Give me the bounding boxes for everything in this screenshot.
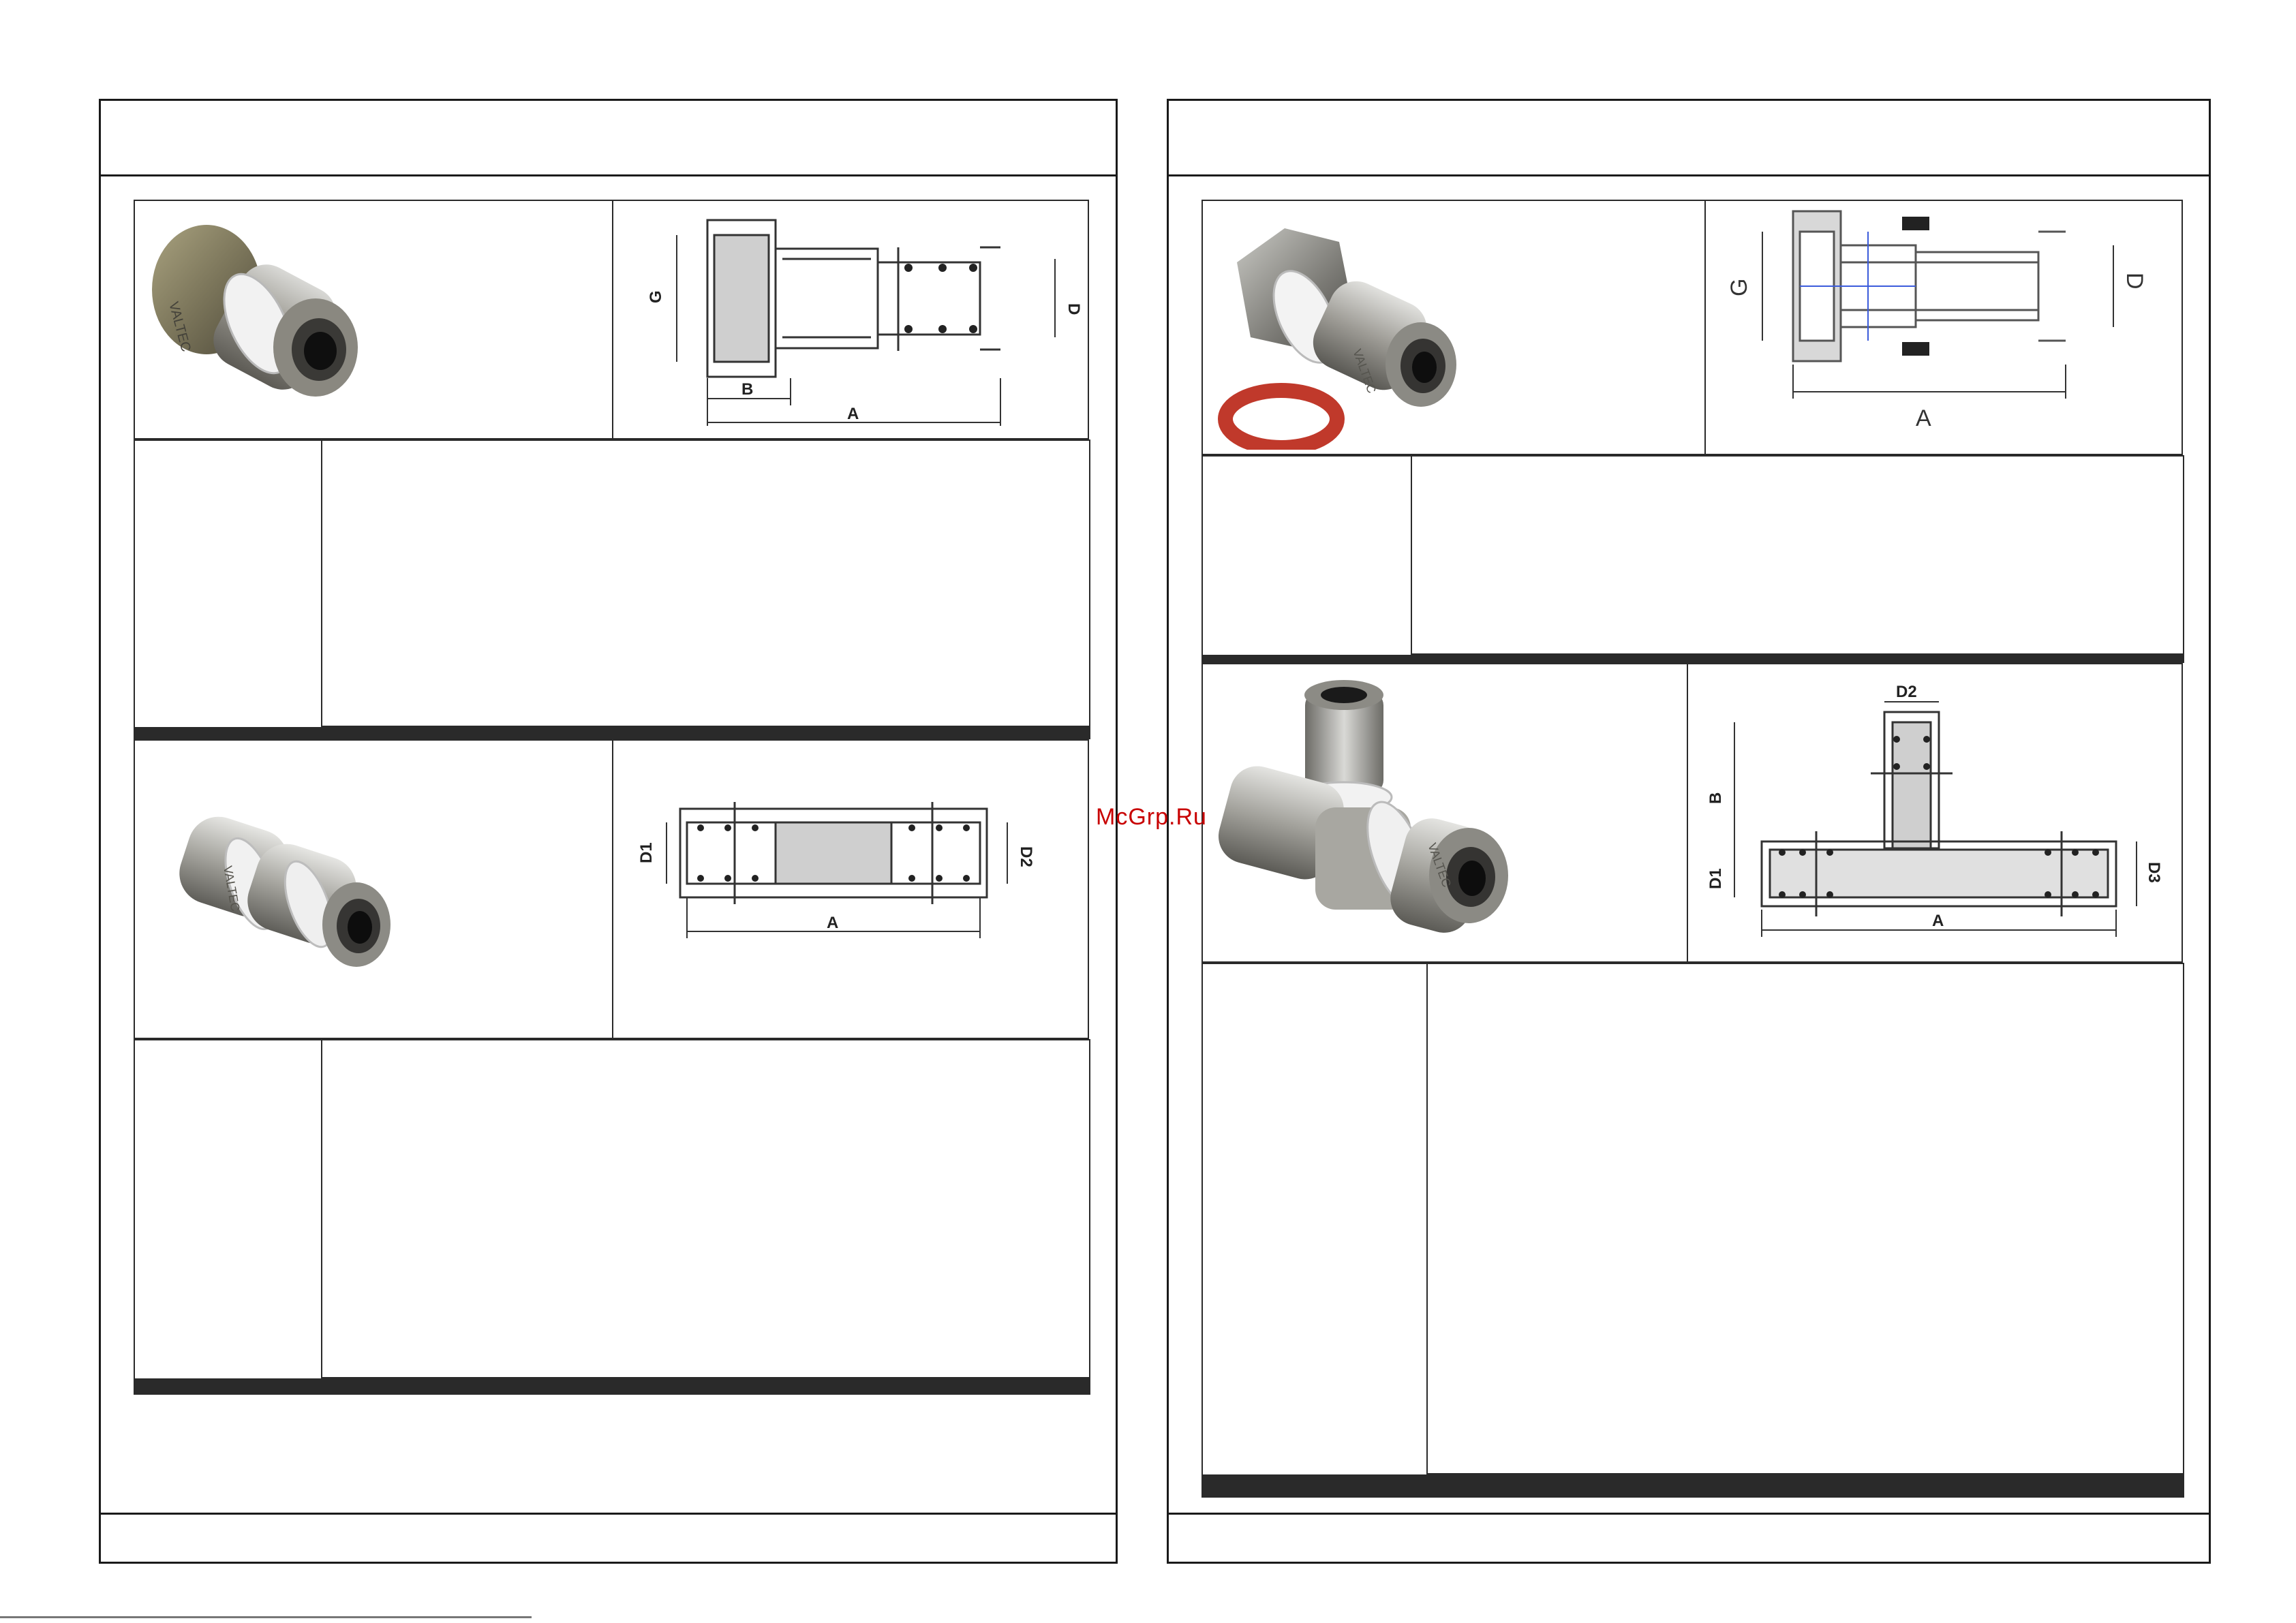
product3-spec-table bbox=[1201, 455, 2184, 663]
table-row bbox=[134, 728, 1091, 731]
table-row bbox=[134, 1377, 1090, 1380]
table-row bbox=[134, 1387, 1090, 1389]
product3-dim-g: G bbox=[1726, 279, 1752, 296]
product3-dim-d: D bbox=[2122, 273, 2147, 290]
table-row bbox=[1201, 1479, 2185, 1481]
table-row bbox=[1201, 963, 2185, 1476]
product1-frame: VALTEC G D bbox=[134, 200, 1089, 439]
product4-photo: VALTEC bbox=[1218, 680, 1508, 933]
product4-dim-a: A bbox=[1932, 912, 1944, 930]
left-page: VALTEC G D bbox=[99, 99, 1118, 1564]
product4-drawing: D2 B D1 D3 A bbox=[1706, 683, 2163, 937]
table-row bbox=[134, 731, 1091, 734]
product2-dim-d2: D2 bbox=[1017, 846, 1035, 867]
table-row bbox=[134, 737, 1091, 739]
product2-photo: VALTEC bbox=[179, 816, 391, 967]
product3-dim-a: A bbox=[1916, 405, 1931, 431]
table-row bbox=[1201, 658, 2184, 660]
product1-dim-b: B bbox=[741, 380, 753, 399]
product1-photo: VALTEC bbox=[152, 225, 358, 397]
table-row bbox=[1201, 1488, 2185, 1491]
product4-dim-b: B bbox=[1706, 792, 1725, 804]
table-row bbox=[134, 1378, 1090, 1381]
table-row bbox=[1202, 653, 2184, 656]
table-row bbox=[1201, 1483, 2185, 1485]
product3-photo: VALTEC bbox=[1218, 228, 1456, 450]
table-row bbox=[1201, 1487, 2185, 1489]
table-row bbox=[134, 1039, 1090, 1380]
table-row bbox=[1201, 660, 2184, 663]
bottom-scan-rule bbox=[0, 1616, 532, 1618]
table-row bbox=[134, 1382, 1090, 1385]
product4-dim-d3: D3 bbox=[2145, 862, 2163, 883]
left-header-rule bbox=[101, 174, 1116, 176]
table-row bbox=[1201, 656, 2184, 659]
table-row bbox=[1201, 1494, 2185, 1496]
product4-dim-d1: D1 bbox=[1706, 868, 1725, 889]
product4-divider bbox=[1687, 664, 1688, 961]
product2-dim-a: A bbox=[827, 914, 838, 932]
product4-frame: VALTEC bbox=[1201, 663, 2183, 963]
table-row bbox=[1201, 1495, 2185, 1498]
table-row bbox=[1202, 1473, 2185, 1476]
table-row bbox=[134, 726, 1091, 728]
product2-spec-table bbox=[134, 1039, 1090, 1395]
table-row bbox=[134, 1381, 1090, 1384]
product1-dim-a: A bbox=[847, 405, 859, 423]
table-row bbox=[1201, 455, 2184, 656]
product2-drawing: D1 D2 A bbox=[637, 802, 1035, 938]
watermark-text: McGrp.Ru bbox=[1096, 804, 1207, 830]
table-row bbox=[134, 735, 1091, 738]
product3-drawing: G D A bbox=[1726, 210, 2147, 431]
table-row bbox=[1201, 1481, 2185, 1484]
table-row bbox=[1201, 1474, 2185, 1477]
table-row bbox=[1201, 659, 2184, 662]
right-header-rule bbox=[1169, 174, 2209, 176]
table-row bbox=[134, 1389, 1090, 1392]
product1-divider bbox=[612, 201, 613, 438]
table-row bbox=[134, 1388, 1090, 1391]
table-row bbox=[1201, 1485, 2185, 1488]
product3-frame: VALTEC G D A bbox=[1201, 200, 2183, 455]
table-row bbox=[1201, 1480, 2185, 1483]
table-row bbox=[134, 727, 1091, 730]
table-row bbox=[1201, 1484, 2185, 1487]
table-row bbox=[134, 730, 1091, 732]
table-row bbox=[134, 732, 1091, 735]
product4-spec-table bbox=[1201, 963, 2185, 1498]
right-page: VALTEC G D A bbox=[1167, 99, 2211, 1564]
table-row bbox=[134, 1384, 1090, 1387]
table-row bbox=[134, 1392, 1090, 1395]
table-row bbox=[1201, 1477, 2185, 1480]
product3-divider bbox=[1704, 201, 1706, 454]
product2-divider bbox=[612, 741, 613, 1038]
left-footer-rule bbox=[101, 1513, 1116, 1515]
table-row bbox=[1201, 1476, 2185, 1479]
table-row bbox=[1201, 1491, 2185, 1494]
product2-frame: VALTEC D1 D2 A bbox=[134, 739, 1089, 1039]
product1-dim-d: D bbox=[1065, 303, 1082, 315]
table-row bbox=[134, 1391, 1090, 1393]
table-row bbox=[134, 439, 1091, 728]
table-row bbox=[1201, 1492, 2185, 1495]
product4-dim-d2: D2 bbox=[1896, 683, 1917, 701]
table-row bbox=[134, 1385, 1090, 1388]
product1-spec-table bbox=[134, 439, 1091, 739]
product1-drawing: G D B A bbox=[647, 219, 1082, 426]
product1-dim-g: G bbox=[647, 290, 665, 303]
product2-dim-d1: D1 bbox=[637, 842, 656, 863]
table-row bbox=[134, 1380, 1090, 1382]
table-row bbox=[134, 734, 1091, 737]
table-row bbox=[1201, 1489, 2185, 1492]
right-footer-rule bbox=[1169, 1513, 2209, 1515]
table-row bbox=[1201, 655, 2184, 658]
